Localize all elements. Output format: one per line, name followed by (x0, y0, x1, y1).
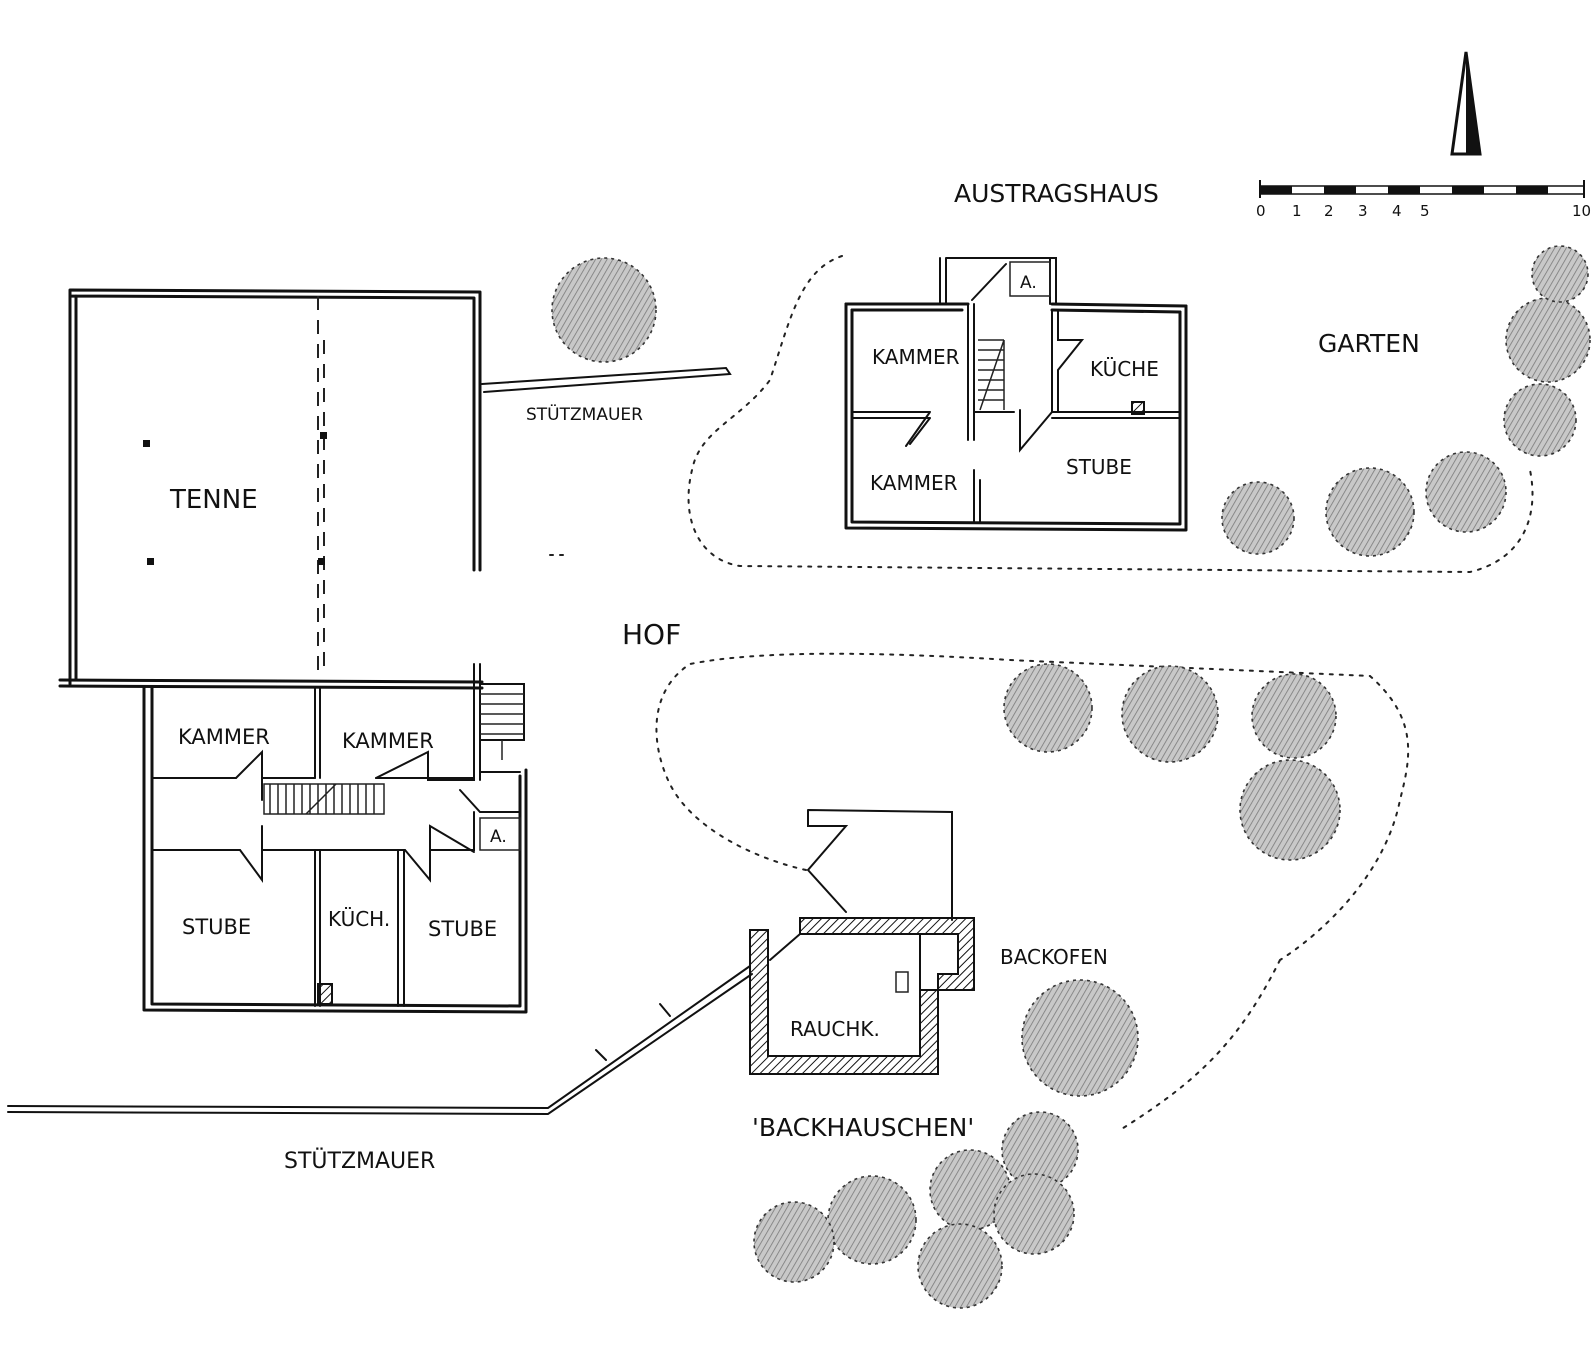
aus-abort-box (1009, 261, 1051, 297)
scale-bar: 0 1 2 3 4 5 10 (1256, 180, 1591, 220)
austragshaus-building (844, 257, 1188, 532)
stuetzmauer-top-wall (481, 366, 732, 393)
tree-icon (1325, 467, 1415, 557)
label-aus-kueche: KÜCHE (1090, 357, 1159, 381)
main-house (142, 663, 528, 1014)
tree-icon (1531, 245, 1589, 303)
tree-icon (917, 1223, 1003, 1309)
tree-icon (1021, 979, 1139, 1097)
scale-tick: 10 (1572, 202, 1591, 220)
tree-icon (993, 1173, 1075, 1255)
post-marker (320, 432, 327, 439)
post-marker (143, 440, 150, 447)
trees (551, 245, 1591, 1309)
scale-tick: 1 (1292, 202, 1302, 220)
label-garten: GARTEN (1318, 329, 1420, 358)
label-main-stube-left: STUBE (182, 915, 251, 939)
tree-icon (1221, 481, 1295, 555)
backhaeuschen-building (749, 809, 975, 1075)
label-tenne: TENNE (169, 485, 258, 515)
north-arrow-icon (1450, 51, 1482, 156)
label-main-stube-right: STUBE (428, 917, 497, 941)
scale-tick: 4 (1392, 202, 1402, 220)
label-stuetzmauer-top: STÜTZMAUER (526, 403, 643, 425)
tree-icon (1503, 383, 1577, 457)
tree-icon (551, 257, 657, 363)
label-main-abort: A. (490, 827, 507, 847)
tree-icon (753, 1201, 835, 1283)
tree-icon (1003, 663, 1093, 753)
label-aus-kammer-top: KAMMER (872, 345, 960, 369)
label-hof: HOF (622, 618, 681, 651)
label-main-kammer-right: KAMMER (342, 729, 434, 753)
scale-tick: 5 (1420, 202, 1430, 220)
tree-icon (1001, 1111, 1079, 1189)
label-main-kuech: KÜCH. (328, 907, 390, 931)
post-marker (147, 558, 154, 565)
label-austragshaus: AUSTRAGSHAUS (954, 179, 1159, 208)
scale-tick: 2 (1324, 202, 1334, 220)
stuetzmauer-bottom-wall (7, 965, 753, 1116)
scale-tick: 3 (1358, 202, 1368, 220)
tree-icon (1425, 451, 1507, 533)
tree-icon (1239, 759, 1341, 861)
label-rauchk: RAUCHK. (790, 1017, 880, 1041)
tree-icon (1251, 673, 1337, 759)
label-aus-kammer-bottom: KAMMER (870, 471, 958, 495)
label-backofen: BACKOFEN (1000, 945, 1108, 969)
tenne-building (58, 288, 484, 690)
tree-icon (827, 1175, 917, 1265)
label-aus-stube: STUBE (1066, 455, 1132, 479)
garden-boundary (687, 255, 1534, 574)
tree-icon (1505, 297, 1591, 383)
label-backhaeuschen: 'BACKHAUSCHEN' (752, 1113, 974, 1142)
label-aus-abort: A. (1020, 273, 1037, 293)
scale-tick: 0 (1256, 202, 1266, 220)
label-main-kammer-left: KAMMER (178, 725, 270, 749)
tree-icon (1121, 665, 1219, 763)
label-stuetzmauer-bottom: STÜTZMAUER (284, 1148, 435, 1174)
hof-boundary (549, 554, 1410, 1131)
staircase (263, 783, 385, 815)
post-marker (318, 558, 325, 565)
stove (1131, 401, 1145, 415)
oven-fixture (895, 971, 909, 993)
stove (317, 983, 333, 1005)
main-abort-box (479, 817, 521, 851)
